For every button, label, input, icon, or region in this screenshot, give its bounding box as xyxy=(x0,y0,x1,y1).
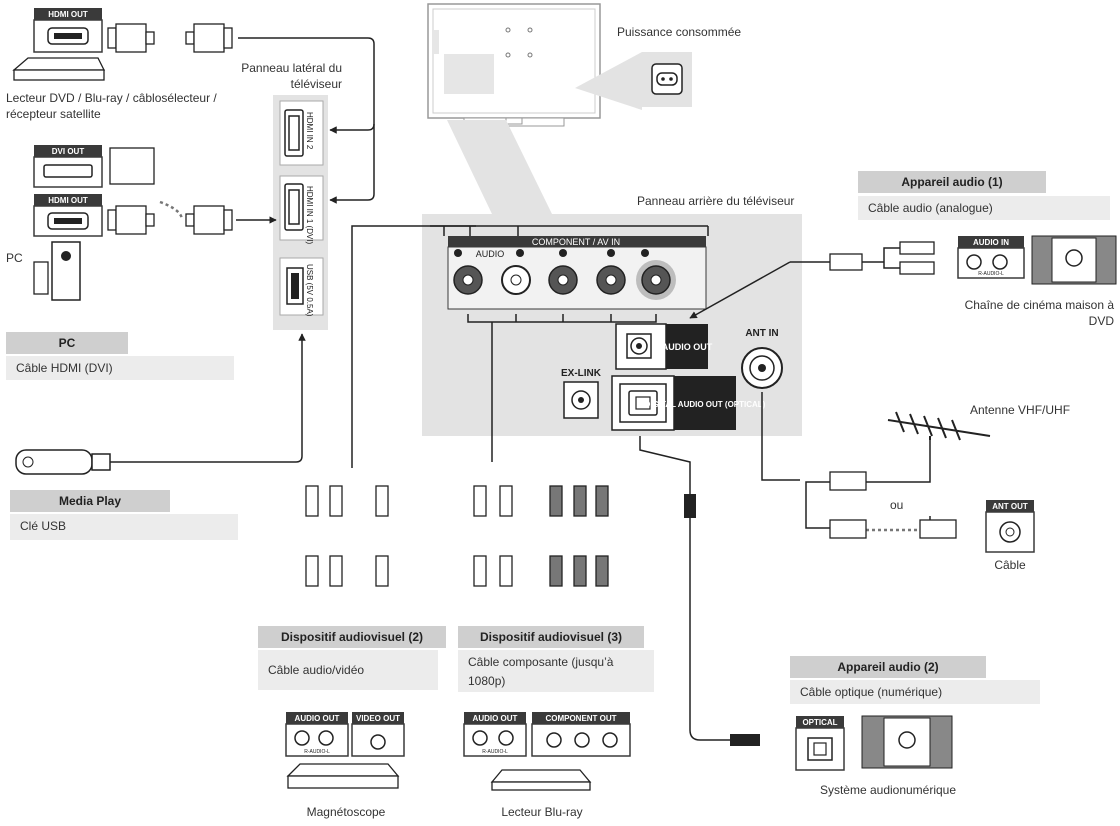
side-panel xyxy=(273,95,328,330)
hdmi-in-1-port-label: HDMI IN 1 (DVI) xyxy=(305,186,314,245)
cable-tv-label: Câble xyxy=(994,558,1026,572)
dvd-hdmi-out-label: HDMI OUT xyxy=(48,10,88,19)
analog-audio-plug-icon xyxy=(829,241,935,275)
tv-illustration xyxy=(427,3,642,214)
home-theater-label: Chaîne de cinéma maison à DVD xyxy=(964,298,1114,328)
vcr-icon xyxy=(285,712,405,789)
audio2-box-desc: Câble optique (numérique) xyxy=(790,680,1040,704)
audio1-box-desc: Câble audio (analogue) xyxy=(858,196,1110,220)
r-audio-l-label-3: R-AUDIO-L xyxy=(482,749,508,755)
digital-audio-out-label: DIGITAL AUDIO OUT (OPTICAL) xyxy=(645,400,766,409)
component-out-label: COMPONENT OUT xyxy=(545,714,616,723)
rca-plugs-av2 xyxy=(305,485,389,587)
digital-audio-system-icon xyxy=(795,715,953,771)
pc-device-label: PC xyxy=(6,251,23,265)
bluray-player-icon xyxy=(463,712,631,791)
av3-box-desc: Câble composante (jusqu’à 1080p) xyxy=(458,650,654,692)
optical-plug-icon xyxy=(684,494,760,746)
side-panel-label: Panneau latéral du téléviseur xyxy=(241,61,342,91)
bluray-label: Lecteur Blu-ray xyxy=(501,805,583,819)
av2-box-desc: Câble audio/vidéo xyxy=(258,650,438,690)
vcr-label: Magnétoscope xyxy=(306,805,386,819)
r-audio-l-label-2: R-AUDIO-L xyxy=(304,749,330,755)
coax-plugs-icon xyxy=(829,471,957,539)
pc-box-desc: Câble HDMI (DVI) xyxy=(6,356,234,380)
dvd-player-icon xyxy=(12,8,106,81)
ant-in-label: ANT IN xyxy=(745,328,778,339)
optical-label: OPTICAL xyxy=(802,718,837,727)
home-theater-icon xyxy=(957,235,1117,285)
dvi-out-label: DVI OUT xyxy=(52,147,85,156)
hdmi-cable-plugs xyxy=(107,23,233,235)
antenna-label: Antenne VHF/UHF xyxy=(970,403,1071,417)
r-audio-l-label-1: R-AUDIO-L xyxy=(978,271,1004,277)
antenna-icon xyxy=(887,411,991,441)
audio2-box-title: Appareil audio (2) xyxy=(790,656,986,678)
vcr-video-out-label: VIDEO OUT xyxy=(356,714,400,723)
dvd-player-label: Lecteur DVD / Blu-ray / câblosélecteur /… xyxy=(6,91,217,121)
av3-box-title: Dispositif audiovisuel (3) xyxy=(458,626,644,648)
ex-link-label: EX-LINK xyxy=(561,368,602,379)
power-consumption-label: Puissance consommée xyxy=(617,25,742,39)
audio-in-label: AUDIO IN xyxy=(973,238,1009,247)
rear-panel-label: Panneau arrière du téléviseur xyxy=(637,194,795,208)
pc-hdmi-out-label: HDMI OUT xyxy=(48,196,88,205)
audio-jack-label: AUDIO xyxy=(476,249,505,259)
ant-out-icon xyxy=(985,500,1035,553)
pc-box-title: PC xyxy=(6,332,128,354)
vcr-audio-out-label: AUDIO OUT xyxy=(295,714,340,723)
pc-dvi-out-icon xyxy=(33,145,103,301)
av2-box-title: Dispositif audiovisuel (2) xyxy=(258,626,446,648)
hdmi-in-2-port-label: HDMI IN 2 xyxy=(305,112,314,150)
power-socket-icon xyxy=(642,52,692,107)
audio-out-port-label: AUDIO OUT xyxy=(662,342,713,352)
rca-plugs-av3 xyxy=(473,485,609,587)
or-label: ou xyxy=(890,498,904,512)
usb-port-label: USB (5V 0.5A) xyxy=(305,264,314,317)
rear-panel xyxy=(422,214,802,436)
usb-stick-icon xyxy=(15,449,111,475)
media-play-box-title: Media Play xyxy=(10,490,170,512)
component-av-in-label: COMPONENT / AV IN xyxy=(532,237,620,247)
cables xyxy=(110,37,931,741)
audio1-box-title: Appareil audio (1) xyxy=(858,171,1046,193)
dvi-dashed-cable xyxy=(159,200,184,221)
media-play-box-desc: Clé USB xyxy=(10,514,238,540)
ant-out-label: ANT OUT xyxy=(992,502,1028,511)
bluray-audio-out-label: AUDIO OUT xyxy=(473,714,518,723)
digital-system-label: Système audionumérique xyxy=(819,783,957,797)
